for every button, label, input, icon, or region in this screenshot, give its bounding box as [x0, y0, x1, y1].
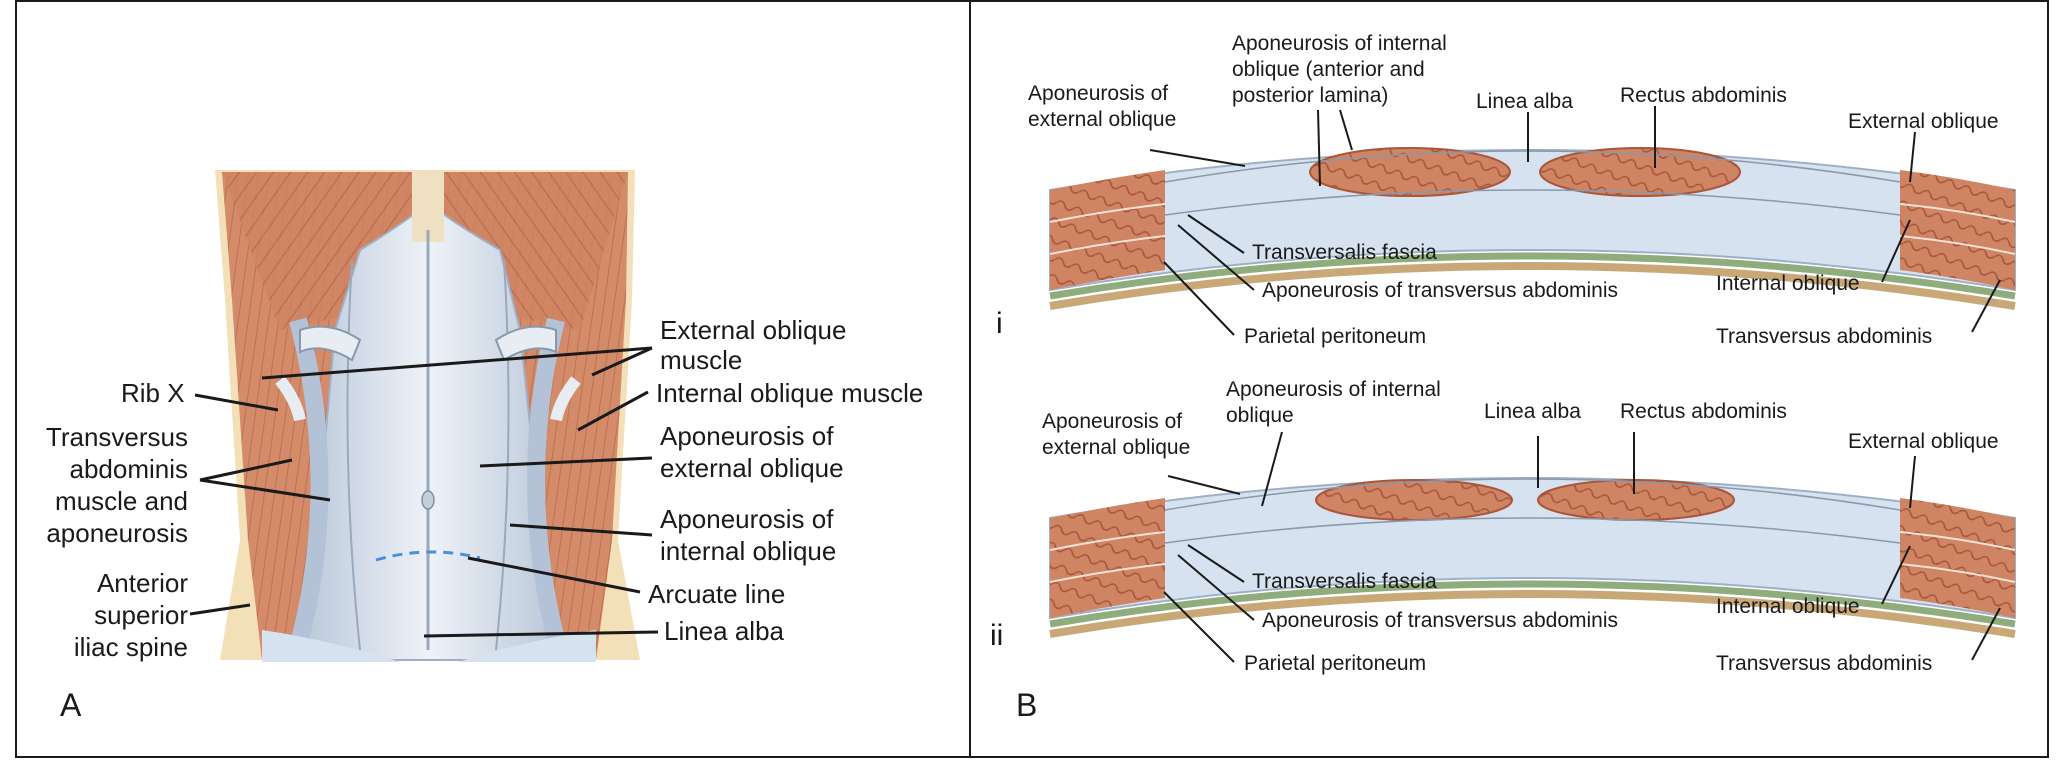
section-i-fascia: [1049, 252, 2016, 300]
label-i-parietal: Parietal peritoneum: [1244, 325, 1426, 348]
panel-a-illustration: [215, 170, 640, 662]
label-aponeurosis-internal-2: internal oblique: [660, 536, 836, 566]
section-ii-fascia: [1049, 580, 2016, 628]
label-i-apo-ext-2: external oblique: [1028, 108, 1176, 131]
panel-b-section-i: [1049, 147, 2016, 310]
section-i-rectus-left: [1309, 147, 1511, 197]
label-ii-parietal: Parietal peritoneum: [1244, 652, 1426, 675]
label-asis-3: iliac spine: [74, 632, 188, 662]
section-ii-peritoneum: [1049, 590, 2016, 638]
label-ii-transversalis: Transversalis fascia: [1252, 570, 1437, 593]
label-i-apo-trans: Aponeurosis of transversus abdominis: [1262, 279, 1618, 302]
panel-letter-a: A: [60, 687, 82, 723]
panel-b-ii-leaders: [1163, 431, 2001, 663]
label-ii-external-oblique: External oblique: [1848, 430, 1999, 453]
label-i-apo-ext-1: Aponeurosis of: [1028, 82, 1168, 105]
label-arcuate-line: Arcuate line: [648, 579, 785, 609]
label-external-oblique-2: muscle: [660, 345, 742, 375]
label-rib-x: Rib X: [121, 378, 185, 408]
umbilicus: [421, 490, 435, 510]
label-i-internal-oblique: Internal oblique: [1716, 272, 1860, 295]
label-i-linea-alba: Linea alba: [1476, 90, 1573, 113]
label-external-oblique-1: External oblique: [660, 315, 846, 345]
label-transversus-1: Transversus: [46, 422, 188, 452]
label-ii-apo-ext-1: Aponeurosis of: [1042, 410, 1182, 433]
panel-b-i-leaders: [1149, 106, 2001, 336]
label-internal-oblique: Internal oblique muscle: [656, 378, 923, 408]
label-aponeurosis-external-1: Aponeurosis of: [660, 421, 834, 451]
panel-a-leaders: [189, 346, 659, 638]
label-i-apo-int-1: Aponeurosis of internal: [1232, 32, 1447, 55]
panel-b-ii-labels: Aponeurosis of internal oblique Aponeuro…: [990, 378, 1999, 675]
panel-letter-b: B: [1016, 687, 1037, 723]
roman-i: i: [996, 307, 1003, 340]
section-ii-left-muscle: [1050, 498, 1165, 618]
label-ii-linea-alba: Linea alba: [1484, 400, 1581, 423]
roman-ii: ii: [990, 619, 1003, 652]
label-ii-rectus: Rectus abdominis: [1620, 400, 1787, 423]
label-linea-alba: Linea alba: [664, 616, 785, 646]
label-transversus-2: abdominis: [69, 454, 188, 484]
panel-b-i-labels: Aponeurosis of internal oblique (anterio…: [996, 32, 1999, 348]
label-ii-internal-oblique: Internal oblique: [1716, 595, 1860, 618]
figure-frame: [15, 0, 2049, 758]
section-i-rectus-right: [1539, 147, 1741, 197]
label-aponeurosis-internal-1: Aponeurosis of: [660, 504, 834, 534]
label-i-apo-int-2: oblique (anterior and: [1232, 58, 1425, 81]
label-i-external-oblique: External oblique: [1848, 110, 1999, 133]
panel-b-section-ii: [1049, 477, 2016, 638]
label-i-apo-int-3: posterior lamina): [1232, 84, 1388, 107]
panel-a-labels: Rib X Transversus abdominis muscle and a…: [46, 315, 923, 723]
arcuate-line-mark: [375, 550, 481, 562]
section-ii-right-muscle: [1900, 498, 2015, 618]
label-transversus-4: aponeurosis: [46, 518, 188, 548]
section-i-right-muscle: [1900, 170, 2015, 290]
label-i-rectus: Rectus abdominis: [1620, 84, 1787, 107]
section-i-left-muscle: [1050, 170, 1165, 290]
label-ii-apo-int-1: Aponeurosis of internal: [1226, 378, 1441, 401]
label-aponeurosis-external-2: external oblique: [660, 453, 844, 483]
label-asis-1: Anterior: [97, 568, 188, 598]
label-ii-apo-ext-2: external oblique: [1042, 436, 1190, 459]
label-i-transversus: Transversus abdominis: [1716, 325, 1932, 348]
label-asis-2: superior: [94, 600, 188, 630]
label-ii-apo-int-2: oblique: [1226, 404, 1294, 427]
section-ii-rectus-left: [1315, 479, 1513, 521]
label-ii-apo-trans: Aponeurosis of transversus abdominis: [1262, 609, 1618, 632]
label-transversus-3: muscle and: [55, 486, 188, 516]
section-i-peritoneum: [1049, 262, 2016, 310]
label-ii-transversus: Transversus abdominis: [1716, 652, 1932, 675]
label-i-transversalis: Transversalis fascia: [1252, 241, 1437, 264]
